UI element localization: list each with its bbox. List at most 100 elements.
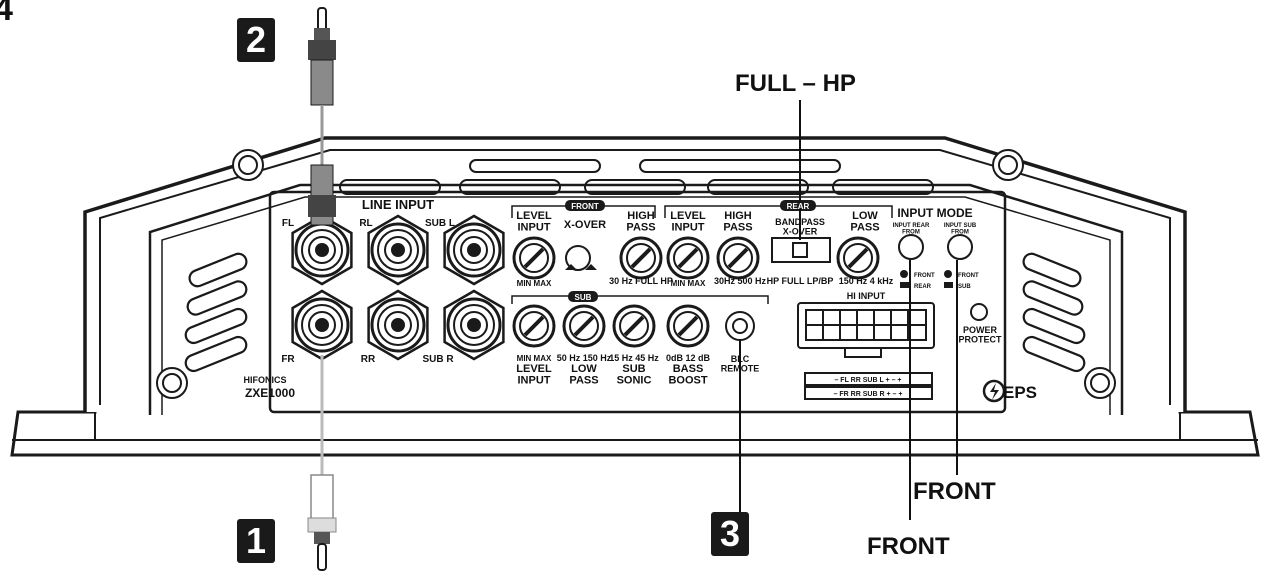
hi-input-label: HI INPUT	[847, 291, 886, 301]
power-protect-led-icon	[970, 303, 988, 321]
callout-badge-1: 1	[237, 519, 275, 563]
left-grille	[184, 252, 248, 373]
subsonic-range: 15 Hz 45 Hz	[609, 353, 659, 363]
sub-sonic-label: SONIC	[617, 375, 652, 387]
input-sub-from-label: INPUT SUB	[944, 223, 977, 229]
rca-jack-icon	[367, 214, 429, 286]
front-level-min-max: MIN MAX	[517, 279, 552, 288]
hi-input-row-2: – FR RR SUB R + – +	[834, 391, 903, 398]
front-level-input-label: LEVEL	[516, 210, 552, 222]
jack-label-sub-r: SUB R	[422, 354, 454, 365]
sub-low-pass-label: LOW	[571, 363, 597, 375]
hi-input-row-1: – FL RR SUB L + – +	[834, 377, 901, 384]
rear-high-pass-label: PASS	[723, 222, 752, 234]
sub-level-min-max: MIN MAX	[517, 354, 552, 363]
input-sub-selector-icon	[947, 234, 973, 260]
front-level-input-label: INPUT	[518, 222, 551, 234]
jack-label-fl: FL	[282, 218, 294, 229]
rca-jack-icon	[291, 289, 353, 361]
mode-sub-label: SUB	[958, 284, 971, 290]
blc-remote-label: BLC	[731, 354, 750, 364]
rca-jack-icon	[443, 289, 505, 361]
front-high-pass-label: HIGH	[627, 210, 655, 222]
front-tag: FRONT	[571, 202, 599, 211]
top-vents	[339, 159, 934, 195]
mode-front-label: FRONT	[914, 273, 935, 279]
rca-jacks	[291, 214, 505, 361]
eps-logo-icon	[982, 379, 1006, 403]
rca-jack-icon	[291, 214, 353, 286]
bandpass-xover-label: X-OVER	[783, 226, 818, 236]
mode-rear-label: REAR	[914, 284, 932, 290]
rotary-knob-icon	[666, 304, 710, 348]
rca-jack-icon	[367, 289, 429, 361]
callout-badge-2: 2	[237, 18, 275, 62]
eps-label: EPS	[1003, 383, 1037, 402]
model-label: ZXE1000	[245, 386, 295, 400]
bass-boost-label: BOOST	[668, 375, 707, 387]
panel-text: LINE INPUT FL RL SUB L FR RR SUB R HIFONICSZXE1…	[243, 197, 1037, 402]
power-protect-label: PROTECT	[958, 334, 1002, 344]
bass-boost-range: 0dB 12 dB	[666, 353, 711, 363]
rear-level-min-max: MIN MAX	[671, 279, 706, 288]
rear-high-pass-label: HIGH	[724, 210, 752, 222]
bass-boost-label: BASS	[673, 363, 704, 375]
rca-cable-bottom	[307, 355, 337, 571]
section-tags	[565, 200, 816, 302]
bandpass-xover-label: BANDPASS	[775, 217, 825, 227]
blc-remote-jack-inner-icon	[732, 318, 748, 334]
sub-low-pass-range: 50 Hz 150 Hz	[557, 353, 612, 363]
rear-low-pass-label: PASS	[850, 222, 879, 234]
figure-number: 4	[0, 0, 13, 28]
brand-label: HIFONICS	[243, 375, 286, 385]
label-front-upper: FRONT	[913, 478, 996, 505]
small-controls	[565, 234, 988, 341]
rear-tag: REAR	[787, 202, 810, 211]
front-high-pass-label: PASS	[626, 222, 655, 234]
rear-high-pass-range: 30Hz 500 Hz	[714, 276, 767, 286]
right-grille	[1022, 252, 1086, 373]
input-mode-label: INPUT MODE	[897, 206, 972, 220]
knobs	[512, 236, 880, 348]
rotary-knob-icon	[612, 304, 656, 348]
input-rear-selector-icon	[898, 234, 924, 260]
input-sub-from-label: FROM	[951, 229, 969, 235]
sub-tag: SUB	[575, 293, 592, 302]
sub-sonic-label: SUB	[622, 363, 645, 375]
input-rear-from-label: FROM	[902, 229, 920, 235]
input-rear-from-label: INPUT REAR	[893, 223, 930, 229]
front-xover-label: X-OVER	[564, 219, 606, 231]
rotary-knob-icon	[512, 236, 556, 280]
front-high-pass-range: 30 Hz FULL HP	[609, 276, 673, 286]
line-input-label: LINE INPUT	[362, 197, 434, 212]
rotary-knob-icon	[562, 304, 606, 348]
corner-screws	[156, 149, 1116, 399]
mode-front-label-2: FRONT	[958, 273, 979, 279]
sub-level-input-label: INPUT	[518, 375, 551, 387]
rear-level-input-label: LEVEL	[670, 210, 706, 222]
rotary-knob-icon	[716, 236, 760, 280]
label-full-hp: FULL – HP	[735, 70, 856, 97]
rotary-knob-icon	[512, 304, 556, 348]
sub-level-input-label: LEVEL	[516, 363, 552, 375]
xover-speaker-icon	[565, 264, 597, 270]
jack-label-sub-l: SUB L	[425, 218, 455, 229]
rotary-knob-icon	[619, 236, 663, 280]
rotary-knob-icon	[666, 236, 710, 280]
rotary-knob-icon	[836, 236, 880, 280]
jack-label-fr: FR	[281, 354, 295, 365]
power-protect-label: POWER	[963, 325, 998, 335]
callout-badge-3: 3	[711, 512, 749, 556]
sub-low-pass-label: PASS	[569, 375, 598, 387]
rca-cable-top	[308, 7, 336, 226]
hi-input-connector	[797, 302, 935, 400]
mode-indicators	[900, 270, 953, 288]
pointer-lines	[739, 100, 958, 520]
jack-label-rr: RR	[361, 354, 376, 365]
rear-low-pass-label: LOW	[852, 210, 878, 222]
jack-label-rl: RL	[359, 218, 372, 229]
xover-switch-icon	[565, 245, 591, 271]
bandpass-positions: HP FULL LP/BP	[767, 276, 834, 286]
rca-jack-icon	[443, 214, 505, 286]
